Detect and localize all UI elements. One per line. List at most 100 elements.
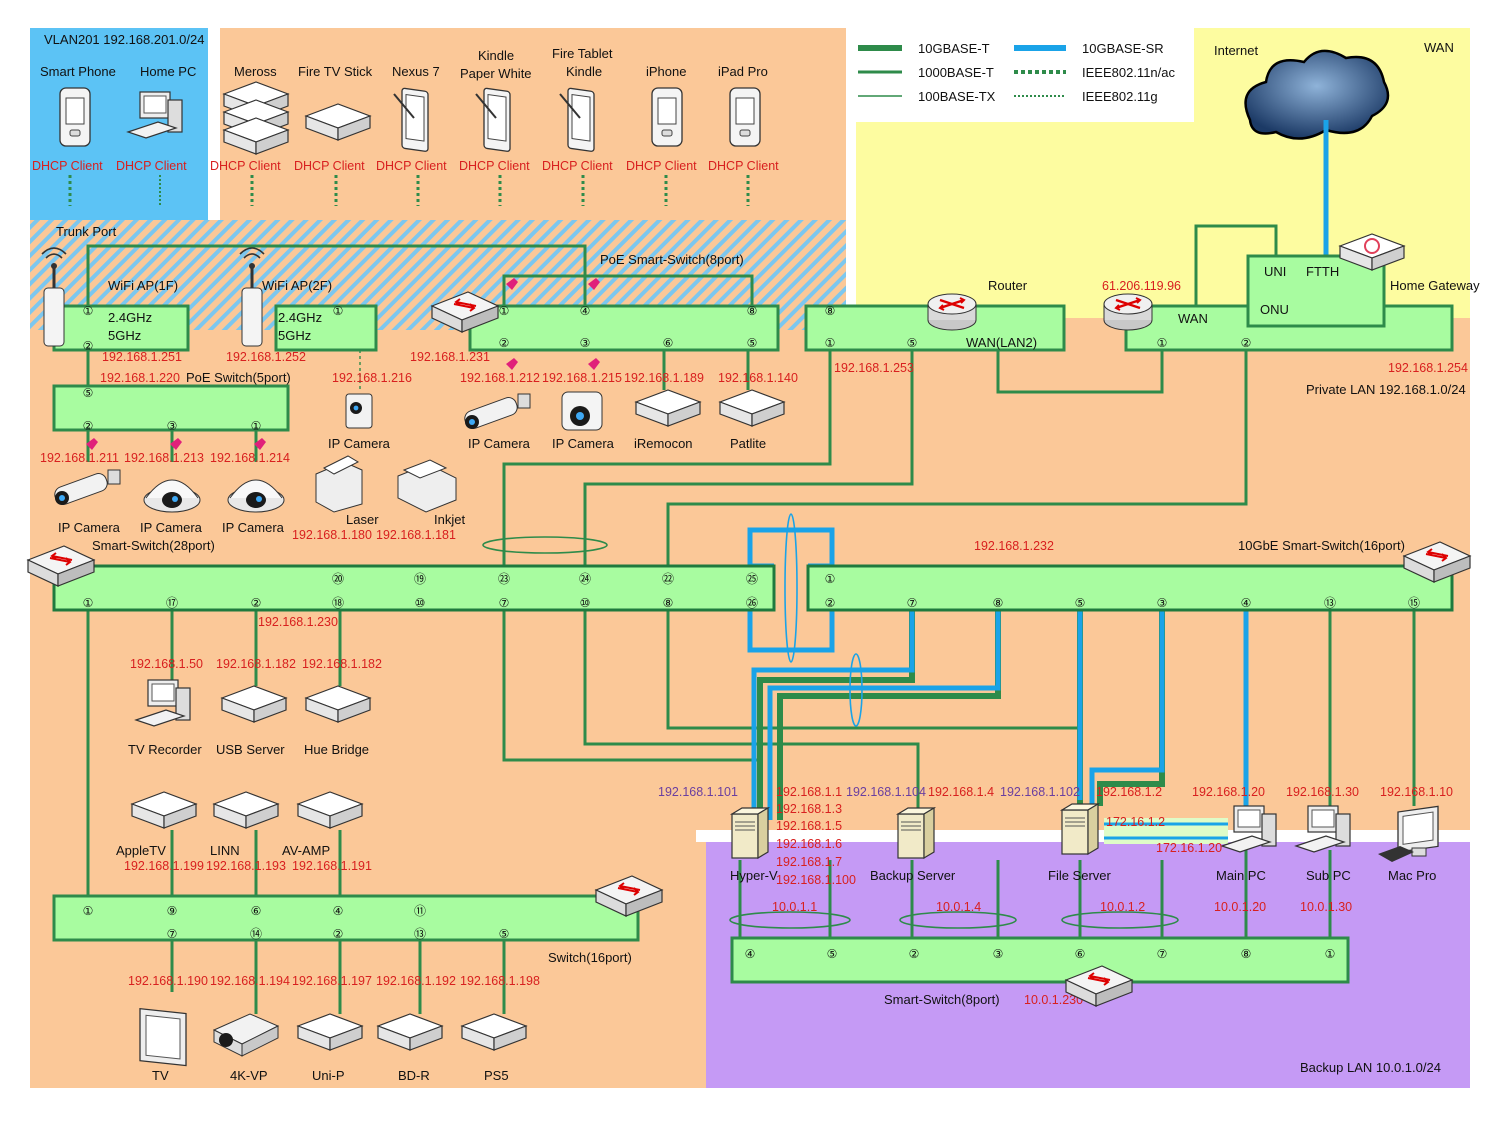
svg-text:①: ① bbox=[825, 336, 836, 350]
server-backup-ip: 10.0.1.1 bbox=[772, 900, 817, 914]
projector-4k: 192.168.1.194 4K-VP bbox=[210, 974, 290, 1083]
ap2-band1: 2.4GHz bbox=[278, 310, 322, 325]
printer-name: Inkjet bbox=[434, 512, 465, 527]
router-ip: 192.168.1.253 bbox=[834, 361, 914, 375]
server-ip-6: 192.168.1.100 bbox=[776, 873, 856, 887]
client-name: Smart Phone bbox=[40, 64, 116, 79]
iremocon-ip: 192.168.1.189 bbox=[624, 371, 704, 385]
pc-backup-ip: 10.0.1.30 bbox=[1300, 900, 1352, 914]
svg-text:②: ② bbox=[825, 596, 836, 610]
svg-text:㉒: ㉒ bbox=[662, 572, 674, 586]
hgw-name: Home Gateway bbox=[1390, 278, 1480, 293]
camera-ip: 192.168.1.215 bbox=[542, 371, 622, 385]
svg-text:④: ④ bbox=[580, 304, 591, 318]
poe-switch-5port bbox=[52, 384, 290, 432]
device-ip: 192.168.1.50 bbox=[130, 657, 203, 671]
svg-text:⑰: ⑰ bbox=[166, 596, 178, 610]
ip-camera-211: 192.168.1.211 IP Camera bbox=[40, 451, 121, 535]
wifi-ap2-body bbox=[274, 304, 378, 352]
svg-text:①: ① bbox=[83, 596, 94, 610]
svg-text:④: ④ bbox=[745, 947, 756, 961]
device-ip: 192.168.1.192 bbox=[376, 974, 456, 988]
server-ip-5: 192.168.1.7 bbox=[776, 855, 842, 869]
client-name-line2: Paper White bbox=[460, 66, 532, 81]
device-name: 4K-VP bbox=[230, 1068, 268, 1083]
client-status: DHCP Client bbox=[32, 159, 103, 173]
apple-tv: AppleTV 192.168.1.199 bbox=[116, 791, 204, 873]
ap1-name: WiFi AP(1F) bbox=[108, 278, 178, 293]
svg-text:⑬: ⑬ bbox=[1324, 596, 1336, 610]
client-name: Nexus 7 bbox=[392, 64, 440, 79]
svg-text:①: ① bbox=[1325, 947, 1336, 961]
device-name: AppleTV bbox=[116, 843, 166, 858]
wan-label: WAN bbox=[1424, 40, 1454, 55]
pc-backup-ip: 10.0.1.20 bbox=[1214, 900, 1266, 914]
pc-ip: 192.168.1.20 bbox=[1192, 785, 1265, 799]
server-ip: 192.168.1.2 bbox=[1096, 785, 1162, 799]
device-ip: 192.168.1.199 bbox=[124, 859, 204, 873]
client-name-line1: Kindle bbox=[478, 48, 514, 63]
main-pc: 192.168.1.20 172.16.1.20 Main PC 10.0.1.… bbox=[1156, 785, 1277, 914]
svg-text:⑧: ⑧ bbox=[993, 596, 1004, 610]
camera-ip: 192.168.1.212 bbox=[460, 371, 540, 385]
svg-text:①: ① bbox=[83, 904, 94, 918]
sw28-ip: 192.168.1.230 bbox=[258, 615, 338, 629]
client-name: Meross bbox=[234, 64, 277, 79]
legend-80211ac: IEEE802.11n/ac bbox=[1082, 65, 1175, 80]
svg-text:②: ② bbox=[333, 927, 344, 941]
mac-pro: 192.168.1.10 Mac Pro bbox=[1378, 785, 1453, 883]
pc-name: Main PC bbox=[1216, 868, 1266, 883]
client-name: iPad Pro bbox=[718, 64, 768, 79]
device-name: BD-R bbox=[398, 1068, 430, 1083]
svg-text:⑧: ⑧ bbox=[825, 304, 836, 318]
camera-name: IP Camera bbox=[222, 520, 285, 535]
iremocon-name: iRemocon bbox=[634, 436, 693, 451]
camera-ip: 192.168.1.211 bbox=[40, 451, 119, 465]
wifi-ap1-icon bbox=[41, 247, 67, 347]
svg-text:㉕: ㉕ bbox=[746, 572, 758, 586]
device-name: TV bbox=[152, 1068, 169, 1083]
wifi-client-home-pc: Home PC DHCP Client bbox=[116, 64, 196, 173]
printer-ip: 192.168.1.181 bbox=[376, 528, 456, 542]
svg-text:⑦: ⑦ bbox=[499, 596, 510, 610]
lag-markers bbox=[482, 513, 1179, 929]
router-wan-label: WAN(LAN2) bbox=[966, 335, 1037, 350]
svg-text:⑦: ⑦ bbox=[1157, 947, 1168, 961]
wifi-client-meross: Meross DHCP Client bbox=[210, 64, 289, 173]
svg-text:⑥: ⑥ bbox=[663, 336, 674, 350]
pc-name: Mac Pro bbox=[1388, 868, 1436, 883]
sw8-name: Smart-Switch(8port) bbox=[884, 992, 1000, 1007]
server-backup-ip: 10.0.1.4 bbox=[936, 900, 981, 914]
patlite-ip: 192.168.1.140 bbox=[718, 371, 798, 385]
device-name: USB Server bbox=[216, 742, 285, 757]
legend-80211g: IEEE802.11g bbox=[1082, 89, 1158, 104]
svg-text:②: ② bbox=[1241, 336, 1252, 350]
ip-camera-216: 192.168.1.216 IP Camera bbox=[328, 371, 412, 451]
svg-text:②: ② bbox=[909, 947, 920, 961]
private-lan-label: Private LAN 192.168.1.0/24 bbox=[1306, 382, 1466, 397]
av-amp: AV-AMP 192.168.1.191 bbox=[282, 791, 372, 873]
legend-10gbase-sr: 10GBASE-SR bbox=[1082, 41, 1164, 56]
camera-name: IP Camera bbox=[58, 520, 121, 535]
client-name-line2: Kindle bbox=[566, 64, 602, 79]
device-name: LINN bbox=[210, 843, 240, 858]
hgw-uni: UNI bbox=[1264, 264, 1286, 279]
svg-text:③: ③ bbox=[1157, 596, 1168, 610]
svg-text:③: ③ bbox=[580, 336, 591, 350]
client-status: DHCP Client bbox=[116, 159, 187, 173]
server-backup-ip: 10.0.1.2 bbox=[1100, 900, 1145, 914]
router-name: Router bbox=[988, 278, 1028, 293]
device-ip: 192.168.1.197 bbox=[292, 974, 372, 988]
printer-name: Laser bbox=[346, 512, 379, 527]
svg-text:⑪: ⑪ bbox=[414, 904, 426, 918]
uni-p: 192.168.1.197 Uni-P bbox=[292, 974, 372, 1083]
camera-ip: 192.168.1.214 bbox=[210, 451, 290, 465]
vlan-label: VLAN201 192.168.201.0/24 bbox=[44, 32, 204, 47]
device-name: Uni-P bbox=[312, 1068, 345, 1083]
wifi-client-nexus7: Nexus 7 DHCP Client bbox=[376, 64, 447, 173]
ip-camera-212: 192.168.1.212 IP Camera bbox=[460, 371, 540, 451]
legend-1000base-t: 1000BASE-T bbox=[918, 65, 994, 80]
hgw-global-ip: 61.206.119.96 bbox=[1102, 279, 1181, 293]
